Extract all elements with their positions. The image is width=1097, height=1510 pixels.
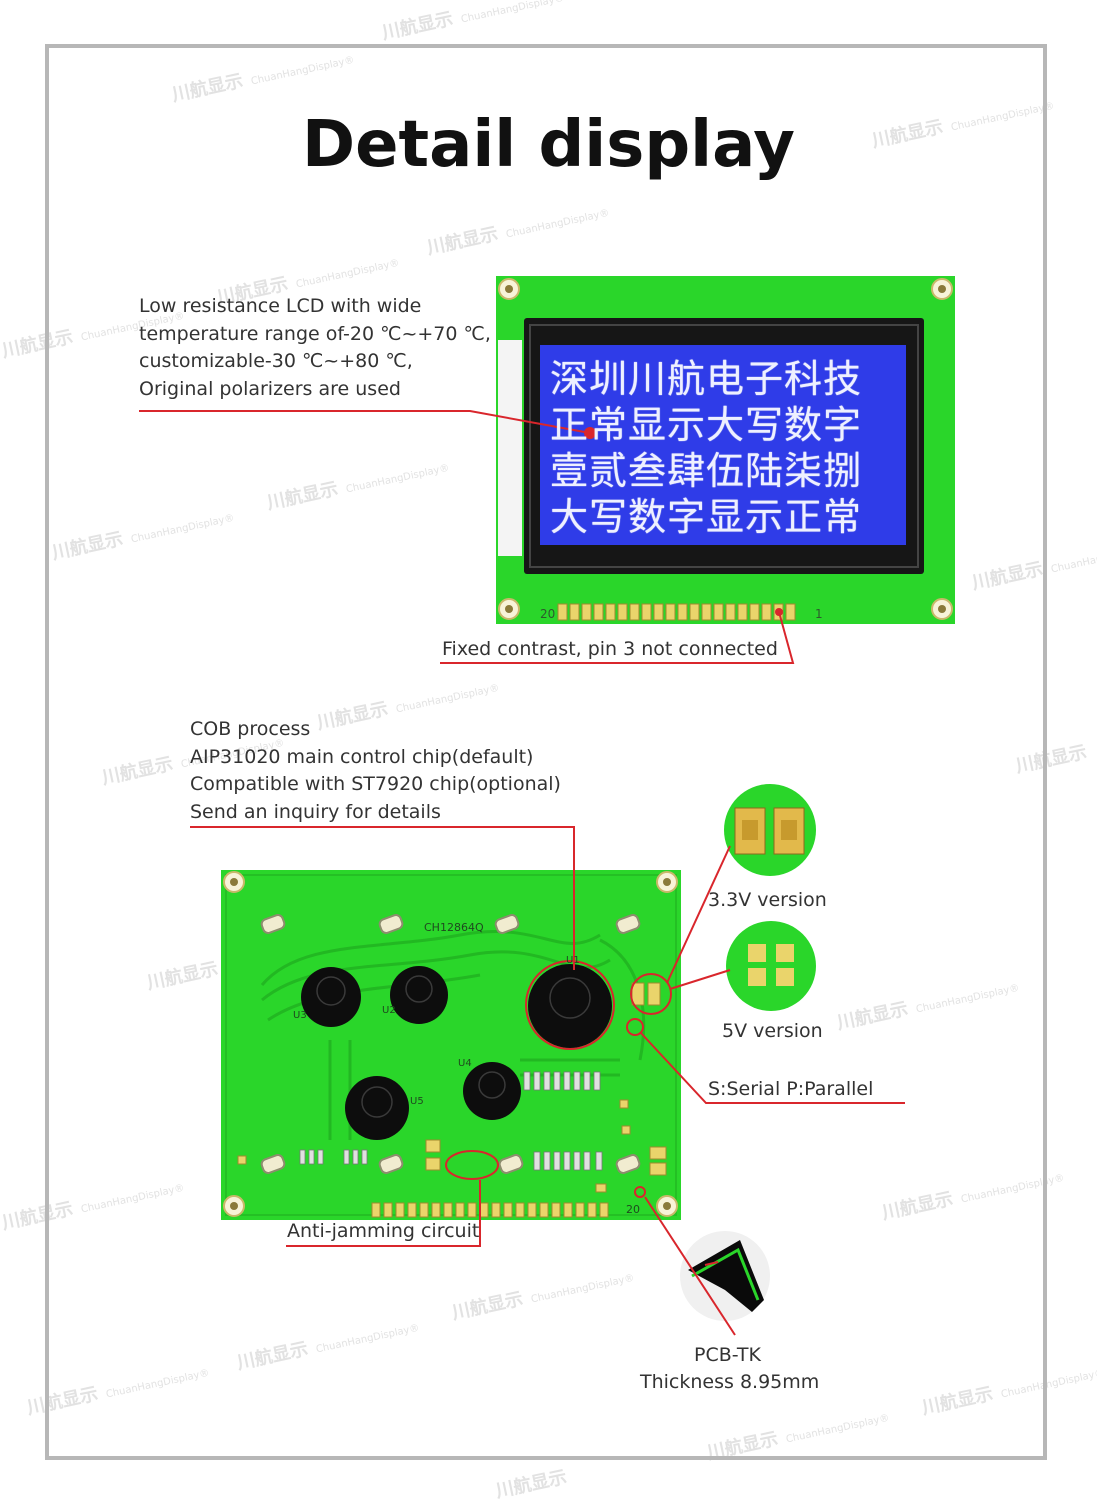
lcd-row-3: 壹贰叁肆伍陆柒捌 [550,449,863,493]
pcb-thickness-label-1: PCB-TK [694,1344,761,1366]
front-annotation-line: Original polarizers are used [139,377,401,400]
version-5v-label: 5V version [722,1020,823,1042]
zoom-5v [726,921,816,1011]
contrast-label: Fixed contrast, pin 3 not connected [442,638,778,660]
chip-label-u2: U2 [382,1005,396,1016]
front-annotation: Low resistance LCD with wide temperature… [139,293,491,403]
lcd-row-4: 大写数字显示正常 [550,495,863,539]
back-annotation-line: Compatible with ST7920 chip(optional) [190,773,561,795]
front-annotation-line: temperature range of-20 ℃~+70 ℃, [139,322,491,345]
lcd-module-front [496,276,955,624]
pcb-model-label: CH12864Q [424,921,484,934]
back-pin-label-20: 20 [626,1203,640,1216]
back-annotation-line: COB process [190,718,311,740]
pin-label-20: 20 [540,607,556,621]
lcd-row-2: 正常显示大写数字 [550,403,863,447]
front-annotation-line: customizable-30 ℃~+80 ℃, [139,350,413,372]
page-title: Detail display [302,108,795,182]
anti-jamming-label: Anti-jamming circuit [287,1220,480,1242]
chip-label-u1: U1 [566,955,580,966]
lcd-row-1: 深圳川航电子科技 [550,357,863,401]
back-annotation-line: Send an inquiry for details [190,800,441,823]
zoom-3v3 [724,784,816,876]
front-annotation-line: Low resistance LCD with wide [139,295,422,317]
pin-label-1: 1 [815,607,823,621]
chip-label-u5: U5 [410,1096,424,1107]
pcb-thickness-label-2: Thickness 8.95mm [640,1371,820,1393]
back-annotation: COB process AIP31020 main control chip(d… [190,716,561,826]
zoom-pcb-edge [680,1231,770,1321]
version-3v3-label: 3.3V version [708,889,827,911]
chip-label-u3: U3 [293,1010,307,1021]
back-annotation-line: AIP31020 main control chip(default) [190,745,534,768]
outer-frame [45,44,1047,1460]
serial-parallel-label: S:Serial P:Parallel [708,1078,874,1100]
chip-label-u4: U4 [458,1058,472,1069]
